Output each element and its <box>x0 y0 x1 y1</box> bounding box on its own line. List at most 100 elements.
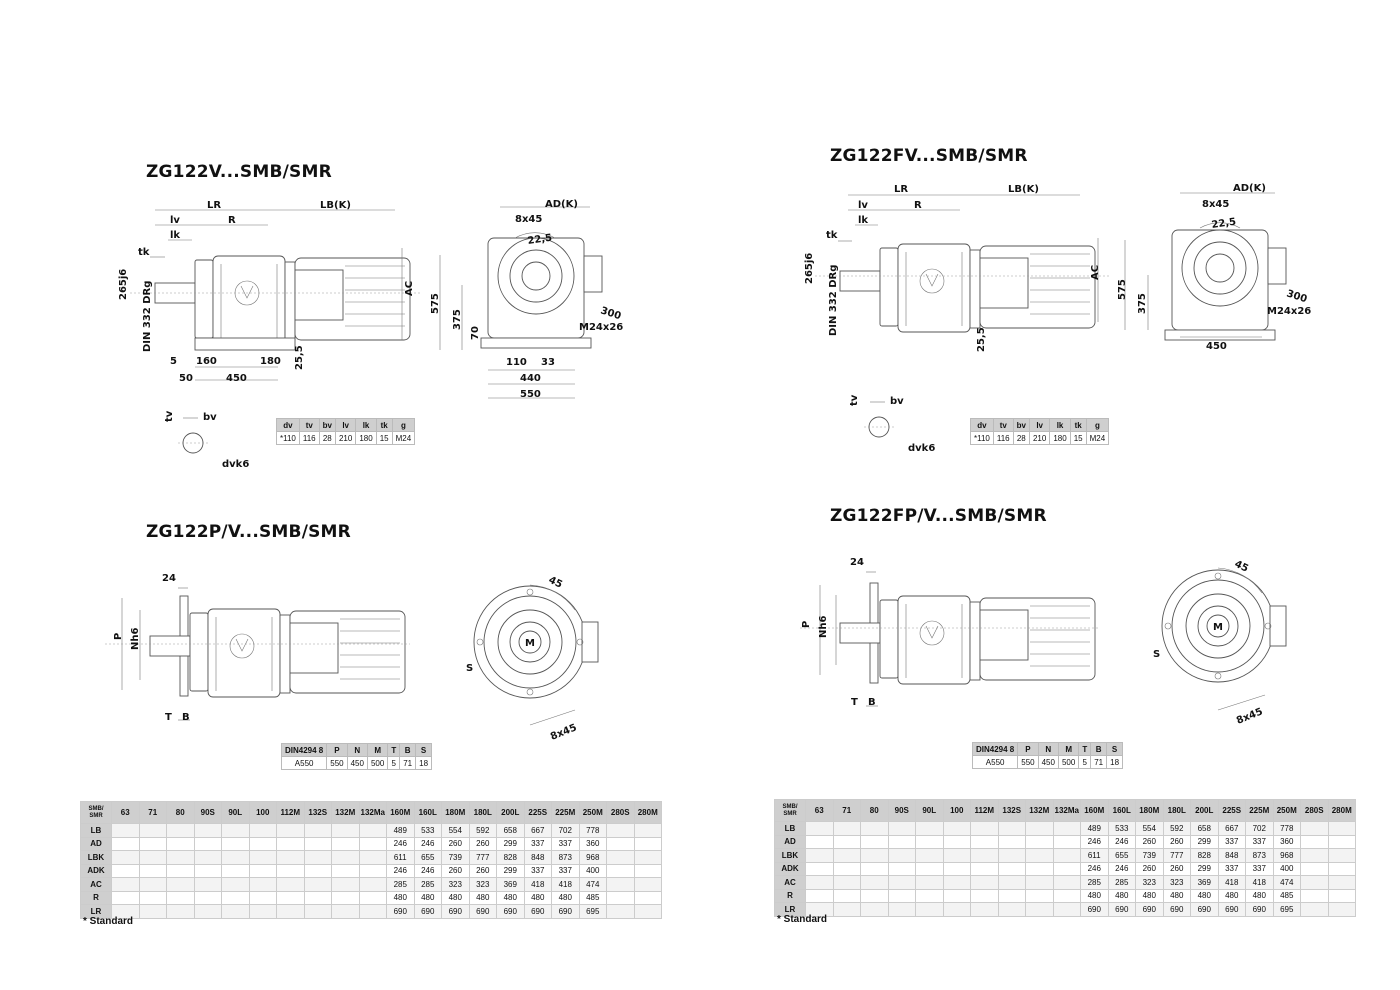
column-header: 132Ma <box>1052 799 1081 822</box>
table-cell: 690 <box>1135 902 1164 917</box>
standard-note-right: * Standard <box>777 914 828 925</box>
column-header: 71 <box>832 799 861 822</box>
svg-text:300: 300 <box>599 305 622 322</box>
svg-text:24: 24 <box>162 573 176 584</box>
table-cell <box>1327 834 1356 849</box>
table-cell: 777 <box>1162 848 1191 863</box>
table-cell <box>860 861 889 876</box>
table-cell <box>832 902 861 917</box>
table-cell: 480 <box>1162 888 1191 903</box>
column-header: 225M <box>551 801 580 824</box>
table-cell <box>970 888 999 903</box>
table-cell <box>1300 848 1329 863</box>
table-cell: 337 <box>1245 834 1274 849</box>
table-cell: 658 <box>496 823 525 838</box>
svg-text:440: 440 <box>520 373 541 384</box>
row-label: AD <box>80 836 112 851</box>
table-cell <box>138 836 167 851</box>
column-header: 100 <box>248 801 277 824</box>
table-cell <box>832 875 861 890</box>
svg-text:M: M <box>1213 622 1223 633</box>
table-cell: 323 <box>441 877 470 892</box>
row-label: LR <box>774 902 806 917</box>
table-cell: 400 <box>578 863 607 878</box>
table-cell <box>358 823 387 838</box>
table-cell <box>887 888 916 903</box>
table-cell: 739 <box>441 850 470 865</box>
table-cell <box>970 861 999 876</box>
table-cell: 480 <box>413 890 442 905</box>
table-cell <box>606 877 635 892</box>
table-cell <box>248 890 277 905</box>
table-cell <box>997 875 1026 890</box>
table-cell: 260 <box>1135 834 1164 849</box>
svg-text:bv: bv <box>203 412 217 423</box>
row-label: R <box>80 890 112 905</box>
svg-text:LB(K): LB(K) <box>320 200 351 211</box>
table-cell <box>248 850 277 865</box>
svg-text:Nh6: Nh6 <box>130 628 141 650</box>
table-cell <box>358 904 387 919</box>
table-cell <box>860 848 889 863</box>
table-cell <box>1052 834 1081 849</box>
table-cell <box>606 890 635 905</box>
table-cell <box>887 902 916 917</box>
svg-text:M24x26: M24x26 <box>579 322 623 333</box>
table-cell <box>805 888 834 903</box>
table-cell <box>193 823 222 838</box>
svg-text:LR: LR <box>207 200 221 211</box>
table-cell <box>358 850 387 865</box>
table-cell: 690 <box>1107 902 1136 917</box>
table-cell <box>1300 875 1329 890</box>
table-cell <box>1300 821 1329 836</box>
table-cell <box>166 904 195 919</box>
svg-text:45: 45 <box>547 575 564 591</box>
table-cell <box>1052 821 1081 836</box>
table-cell <box>633 823 662 838</box>
table-cell <box>832 888 861 903</box>
table-cell <box>111 823 140 838</box>
table-cell <box>633 877 662 892</box>
drawing-zg122pv-side <box>149 595 406 698</box>
title-zg122v: ZG122V...SMB/SMR <box>146 162 332 182</box>
svg-text:dvk6: dvk6 <box>908 443 935 454</box>
table-cell <box>942 848 971 863</box>
dimensions-zg122fv: LR LB(K) lv R lk tk 265j6 DIN 332 DRg AC… <box>804 184 1110 352</box>
table-cell <box>331 823 360 838</box>
table-cell <box>138 877 167 892</box>
table-cell: 968 <box>1272 848 1301 863</box>
table-cell: 260 <box>441 863 470 878</box>
drawing-zg122fv-front <box>1164 229 1287 341</box>
column-header: 132S <box>303 801 332 824</box>
svg-text:50: 50 <box>179 373 193 384</box>
table-cell: 690 <box>468 904 497 919</box>
table-cell: 848 <box>1217 848 1246 863</box>
table-cell: 690 <box>1245 902 1274 917</box>
drawing-zg122pv-front: M <box>473 585 599 699</box>
table-cell <box>166 836 195 851</box>
table-cell <box>138 890 167 905</box>
table-cell: 285 <box>386 877 415 892</box>
table-cell <box>1327 821 1356 836</box>
table-cell <box>970 875 999 890</box>
column-header: 280S <box>606 801 635 824</box>
svg-text:550: 550 <box>520 389 541 400</box>
column-header: 180L <box>1162 799 1191 822</box>
table-cell <box>997 861 1026 876</box>
table-cell: 418 <box>551 877 580 892</box>
table-cell: 337 <box>551 836 580 851</box>
table-cell <box>193 836 222 851</box>
shaft-detail-zg122v: tv bv dvk6 <box>164 410 249 470</box>
svg-text:AD(K): AD(K) <box>1233 183 1266 194</box>
table-cell <box>1052 888 1081 903</box>
table-cell <box>331 890 360 905</box>
row-label: LB <box>774 821 806 836</box>
table-cell: 611 <box>1080 848 1109 863</box>
column-header: 280S <box>1300 799 1329 822</box>
table-cell: 485 <box>578 890 607 905</box>
svg-text:S: S <box>1153 649 1160 660</box>
